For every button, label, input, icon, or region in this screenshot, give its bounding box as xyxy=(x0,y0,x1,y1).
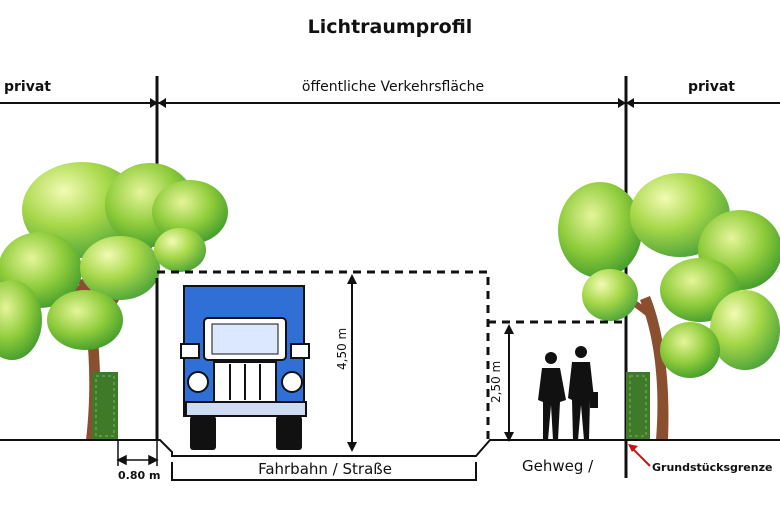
road-label: Fahrbahn / Straße xyxy=(258,460,392,478)
private-right-label: privat xyxy=(688,79,735,95)
private-left-label: privat xyxy=(4,79,51,95)
property-boundary-label: Grundstücksgrenze xyxy=(652,461,773,474)
sidewalk-label: Gehweg / xyxy=(522,457,594,475)
public-area-label: öffentliche Verkehrsfläche xyxy=(301,79,485,95)
distance-dimension xyxy=(116,440,159,466)
tree-icon xyxy=(0,162,228,440)
height-dimension-sidewalk xyxy=(504,324,514,442)
distance-label: 0.80 m xyxy=(118,469,161,482)
tree-icon xyxy=(558,173,780,440)
ground-line xyxy=(0,439,780,457)
boundary-pointer-arrow xyxy=(628,444,651,467)
truck-icon xyxy=(180,285,310,450)
sidewalk-height-label: 2,50 m xyxy=(489,360,503,403)
boundary-dimension-line xyxy=(0,98,780,108)
diagram-title: Lichtraumprofil xyxy=(307,16,473,38)
road-bracket xyxy=(171,462,477,481)
height-dimension-road xyxy=(347,274,357,452)
road-clearance-profile xyxy=(155,270,490,440)
pedestrians-icon xyxy=(538,346,598,440)
vehicle-height-label: 4,50 m xyxy=(335,327,349,370)
